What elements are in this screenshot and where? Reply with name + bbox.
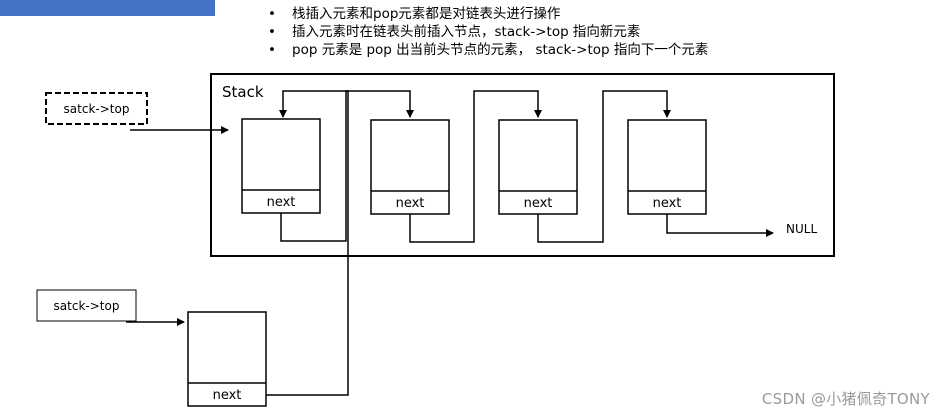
node-next-label: next <box>267 195 296 210</box>
node-box <box>241 118 321 214</box>
note-item: 栈插入元素和pop元素都是对链表头进行操作 <box>268 5 708 23</box>
node-next-label: next <box>524 196 553 211</box>
new-top-pointer-label: satck->top <box>54 299 120 313</box>
stack-title: Stack <box>222 83 264 101</box>
node-next-label: next <box>213 388 242 403</box>
stack-node: next <box>498 119 578 215</box>
link-arrow <box>537 90 671 243</box>
link-arrow <box>280 90 414 242</box>
accent-bar <box>0 0 215 16</box>
note-item: pop 元素是 pop 出当前头节点的元素， stack->top 指向下一个元… <box>268 41 708 59</box>
link-arrow <box>409 90 542 243</box>
node-next-label: next <box>396 196 425 211</box>
old-top-pointer-box <box>45 92 148 125</box>
stack-node: next <box>370 119 450 215</box>
null-arrow <box>666 214 774 237</box>
node-box <box>627 119 707 215</box>
node-next-label: next <box>653 196 682 211</box>
note-item: 插入元素时在链表头前插入节点，stack->top 指向新元素 <box>268 23 708 41</box>
new-link-arrow <box>266 90 349 396</box>
node-box <box>498 119 578 215</box>
old-top-pointer-label: satck->top <box>64 102 130 116</box>
node-box <box>370 119 450 215</box>
stack-node: next <box>241 118 321 214</box>
watermark: CSDN @小猪佩奇TONY <box>761 390 930 408</box>
new-top-pointer-box <box>36 289 137 322</box>
new-node: next <box>187 311 267 407</box>
node-box <box>187 311 267 407</box>
stack-container <box>210 73 835 257</box>
null-label: NULL <box>786 222 817 236</box>
stack-node: next <box>627 119 707 215</box>
notes-list: 栈插入元素和pop元素都是对链表头进行操作 插入元素时在链表头前插入节点，sta… <box>268 5 708 59</box>
